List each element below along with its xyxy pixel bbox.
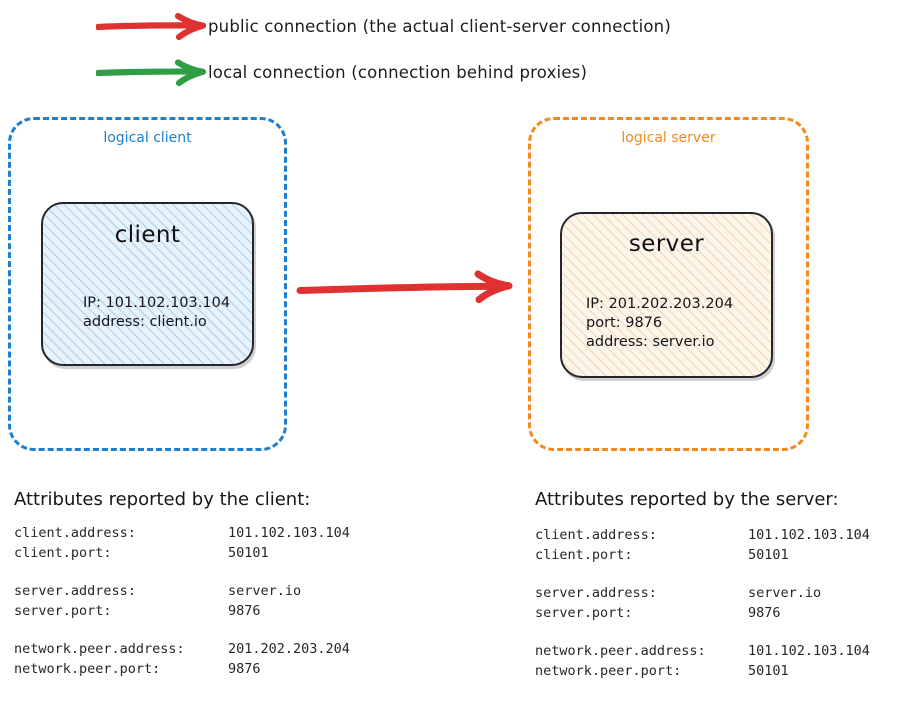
legend-arrow-local bbox=[94, 55, 208, 89]
attr-row: server.port: 9876 bbox=[14, 602, 350, 622]
attr-key: server.address: bbox=[535, 585, 657, 601]
attr-row: network.peer.address: 201.202.203.204 bbox=[14, 640, 350, 660]
attr-value: 50101 bbox=[748, 546, 789, 563]
attr-key: network.peer.address: bbox=[14, 641, 185, 657]
attr-value: server.io bbox=[748, 585, 822, 601]
attr-row: client.address: 101.102.103.104 bbox=[535, 526, 870, 546]
attr-key: server.address: bbox=[14, 583, 136, 599]
server-node-line: address: server.io bbox=[586, 334, 715, 350]
attr-value: 101.102.103.104 bbox=[748, 643, 870, 659]
arrow-right-icon bbox=[296, 270, 513, 304]
legend-arrow-public bbox=[94, 9, 208, 43]
public-connection-arrow bbox=[296, 266, 518, 312]
client-node-line: address: client.io bbox=[83, 314, 207, 330]
attr-row: client.port: 50101 bbox=[535, 546, 870, 566]
server-node-line: IP: 201.202.203.204 bbox=[586, 296, 734, 312]
attr-value: 9876 bbox=[228, 602, 261, 619]
server-node: server IP: 201.202.203.204 port: 9876 ad… bbox=[560, 212, 773, 378]
attr-value: 50101 bbox=[228, 544, 269, 561]
logical-server-group bbox=[528, 117, 809, 451]
attr-row: client.port: 50101 bbox=[14, 544, 350, 564]
attr-key: client.port: bbox=[535, 546, 633, 563]
client-node: client IP: 101.102.103.104 address: clie… bbox=[41, 202, 254, 366]
logical-client-group bbox=[8, 117, 287, 451]
attr-row: network.peer.port: 9876 bbox=[14, 660, 350, 680]
attr-key: client.address: bbox=[535, 527, 657, 543]
attr-group: server.address: server.io server.port: 9… bbox=[535, 584, 870, 623]
arrow-right-icon bbox=[94, 12, 207, 41]
attr-key: server.port: bbox=[535, 604, 633, 621]
attr-group: client.address: 101.102.103.104 client.p… bbox=[535, 526, 870, 565]
legend-item-local-connection: local connection (connection behind prox… bbox=[94, 55, 588, 89]
attr-row: client.address: 101.102.103.104 bbox=[14, 524, 350, 544]
server-attributes-table: client.address: 101.102.103.104 client.p… bbox=[535, 526, 870, 681]
client-hatch-pattern bbox=[43, 204, 252, 364]
client-attributes-table: client.address: 101.102.103.104 client.p… bbox=[14, 524, 350, 679]
attr-row: server.address: server.io bbox=[535, 584, 870, 604]
legend-label-local-connection: local connection (connection behind prox… bbox=[208, 62, 588, 82]
attr-key: server.port: bbox=[14, 602, 112, 619]
attr-group: server.address: server.io server.port: 9… bbox=[14, 582, 350, 621]
attr-value: 201.202.203.204 bbox=[228, 641, 350, 657]
server-node-details: IP: 201.202.203.204 port: 9876 address: … bbox=[586, 295, 733, 352]
attr-row: server.port: 9876 bbox=[535, 604, 870, 624]
logical-server-caption: logical server bbox=[621, 130, 716, 146]
attr-key: network.peer.port: bbox=[14, 660, 161, 677]
attr-value: server.io bbox=[228, 583, 302, 599]
attr-row: network.peer.address: 101.102.103.104 bbox=[535, 642, 870, 662]
client-node-title: client bbox=[114, 222, 181, 248]
server-attributes-heading: Attributes reported by the server: bbox=[535, 489, 839, 510]
attr-value: 50101 bbox=[748, 662, 789, 679]
client-attributes-heading: Attributes reported by the client: bbox=[14, 489, 311, 510]
client-node-details: IP: 101.102.103.104 address: client.io bbox=[83, 294, 230, 332]
client-node-line: IP: 101.102.103.104 bbox=[83, 295, 231, 311]
attr-value: 101.102.103.104 bbox=[228, 525, 350, 541]
attr-row: server.address: server.io bbox=[14, 582, 350, 602]
attr-value: 9876 bbox=[228, 660, 261, 677]
attr-group: network.peer.address: 101.102.103.104 ne… bbox=[535, 642, 870, 681]
attr-value: 9876 bbox=[748, 604, 781, 621]
attr-key: client.address: bbox=[14, 525, 136, 541]
attr-value: 101.102.103.104 bbox=[748, 527, 870, 543]
attr-key: network.peer.port: bbox=[535, 662, 682, 679]
server-node-line: port: 9876 bbox=[586, 315, 663, 331]
legend-item-public-connection: public connection (the actual client-ser… bbox=[94, 9, 671, 43]
legend-label-public-connection: public connection (the actual client-ser… bbox=[208, 16, 671, 36]
attr-key: client.port: bbox=[14, 544, 112, 561]
arrow-right-icon bbox=[94, 59, 207, 87]
attr-group: client.address: 101.102.103.104 client.p… bbox=[14, 524, 350, 563]
server-node-title: server bbox=[628, 231, 705, 257]
server-hatch-pattern bbox=[562, 214, 771, 376]
logical-client-caption: logical client bbox=[103, 130, 192, 146]
attr-row: network.peer.port: 50101 bbox=[535, 662, 870, 682]
attr-key: network.peer.address: bbox=[535, 643, 706, 659]
attr-group: network.peer.address: 201.202.203.204 ne… bbox=[14, 640, 350, 679]
